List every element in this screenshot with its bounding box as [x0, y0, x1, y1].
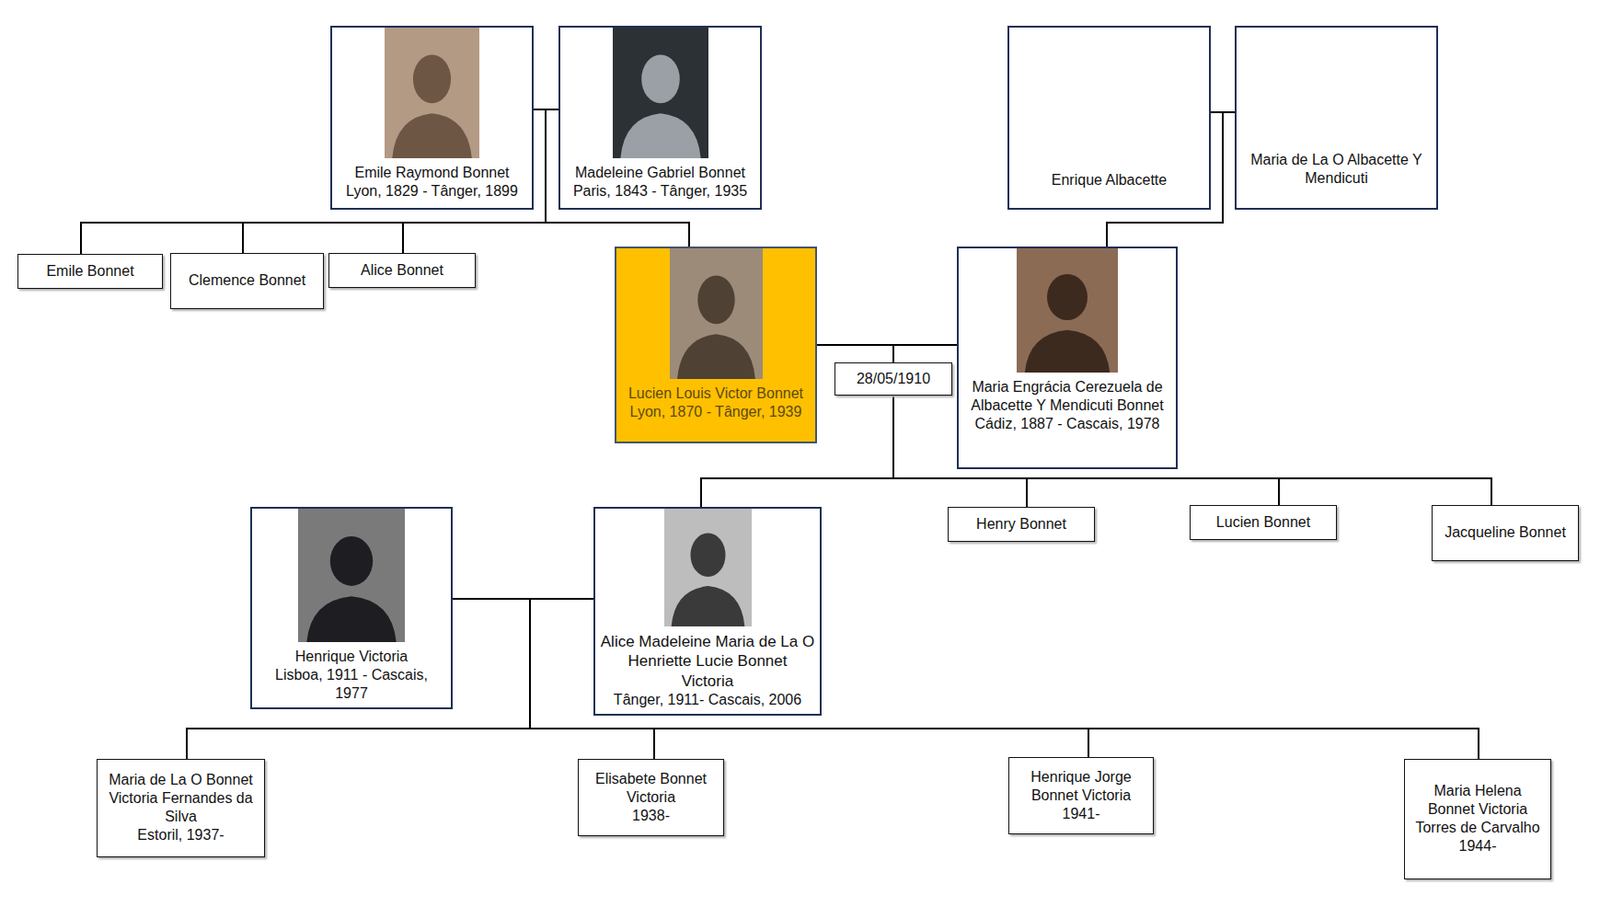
person-name: 28/05/1910 — [835, 369, 952, 389]
portrait-shoulders — [677, 333, 756, 380]
highlighted-person-box: Lucien Louis Victor BonnetLyon, 1870 - T… — [614, 246, 818, 444]
person-name: Henry Bonnet — [948, 515, 1094, 534]
portrait-head — [413, 54, 451, 104]
portrait-silhouette — [612, 27, 709, 159]
person-name: Jacqueline Bonnet — [1432, 523, 1578, 542]
family-line — [817, 345, 894, 363]
person-name: Lucien Bonnet — [1190, 513, 1336, 532]
portrait-photo — [612, 27, 709, 159]
person-box: Alice Madeleine Maria de La O Henriette … — [593, 506, 822, 716]
portrait-silhouette — [298, 508, 405, 643]
grandchild-box: Maria Helena Bonnet Victoria Torres de C… — [1404, 759, 1552, 880]
birth-death-place-date: Lyon, 1870 - Tânger, 1939 — [616, 402, 816, 422]
grandchild-box: Henrique Jorge Bonnet Victoria1941- — [1008, 757, 1154, 835]
grandchild-box: Maria de La O Bonnet Victoria Fernandes … — [96, 759, 265, 858]
child-box: Alice Bonnet — [328, 253, 476, 288]
portrait-head — [1047, 274, 1088, 321]
portrait-photo — [669, 248, 763, 380]
person-name: Maria Helena Bonnet Victoria Torres de C… — [1404, 782, 1551, 838]
person-name: Madeleine Gabriel Bonnet — [560, 163, 760, 183]
portrait-head — [697, 275, 735, 324]
birth-death-place-date: Paris, 1843 - Tânger, 1935 — [560, 182, 760, 201]
child-box: Henry Bonnet — [947, 506, 1095, 542]
person-name: Maria de La O Bonnet Victoria Fernandes … — [97, 771, 265, 827]
person-name: Emile Bonnet — [18, 262, 162, 281]
person-name: Clemence Bonnet — [171, 271, 323, 290]
portrait-photo — [384, 27, 480, 159]
child-box: Clemence Bonnet — [170, 253, 324, 310]
portrait-head — [330, 536, 373, 587]
portrait-silhouette — [1016, 248, 1118, 373]
person-name: Maria de La O Albacette Y Mendicuti — [1236, 150, 1437, 188]
child-box: Lucien Bonnet — [1189, 505, 1337, 541]
person-name: Henrique Jorge Bonnet Victoria — [1009, 768, 1153, 806]
birth-death-place-date: 1944- — [1404, 837, 1551, 856]
person-name: Maria Engrácia Cerezuela de Albacette Y … — [958, 378, 1176, 415]
birth-death-place-date: Tânger, 1911- Cascais, 2006 — [595, 690, 820, 710]
portrait-head — [690, 533, 726, 578]
birth-death-place-date: Lisboa, 1911 - Cascais, 1977 — [252, 666, 451, 703]
grandchild-box: Elisabete Bonnet Victoria1938- — [577, 759, 725, 837]
portrait-shoulders — [306, 596, 396, 643]
birth-death-place-date: 1938- — [578, 806, 724, 826]
portrait-silhouette — [664, 508, 752, 627]
person-box: Maria de La O Albacette Y Mendicuti — [1234, 25, 1439, 210]
portrait-photo — [298, 508, 405, 643]
person-box: Madeleine Gabriel BonnetParis, 1843 - Tâ… — [558, 25, 762, 210]
person-name: Alice Bonnet — [329, 261, 475, 280]
portrait-photo — [664, 508, 752, 627]
person-name: Enrique Albacette — [1009, 171, 1209, 190]
portrait-silhouette — [669, 248, 763, 380]
birth-death-place-date: 1941- — [1009, 805, 1153, 824]
person-box: Enrique Albacette — [1007, 25, 1211, 210]
portrait-photo — [1016, 248, 1118, 373]
person-box: Emile Raymond BonnetLyon, 1829 - Tânger,… — [330, 25, 534, 210]
person-name: Emile Raymond Bonnet — [332, 163, 532, 183]
child-box: Emile Bonnet — [17, 253, 163, 289]
portrait-shoulders — [391, 113, 472, 159]
person-box: Maria Engrácia Cerezuela de Albacette Y … — [956, 246, 1178, 470]
marriage-date-box: 28/05/1910 — [834, 362, 953, 396]
child-box: Jacqueline Bonnet — [1431, 505, 1579, 562]
portrait-shoulders — [670, 586, 745, 627]
person-name: Lucien Louis Victor Bonnet — [616, 384, 816, 403]
person-name: Elisabete Bonnet Victoria — [578, 770, 724, 807]
person-name: Henrique Victoria — [252, 647, 451, 667]
family-line — [893, 345, 957, 363]
birth-death-place-date: Cádiz, 1887 - Cascais, 1978 — [958, 414, 1176, 434]
person-box: Henrique VictoriaLisboa, 1911 - Cascais,… — [250, 506, 453, 710]
person-name: Alice Madeleine Maria de La O Henriette … — [595, 632, 820, 691]
birth-death-place-date: Estoril, 1937- — [97, 826, 265, 845]
portrait-head — [641, 54, 680, 104]
portrait-silhouette — [384, 27, 480, 159]
portrait-shoulders — [1024, 330, 1110, 373]
portrait-shoulders — [620, 113, 701, 159]
birth-death-place-date: Lyon, 1829 - Tânger, 1899 — [332, 182, 532, 201]
